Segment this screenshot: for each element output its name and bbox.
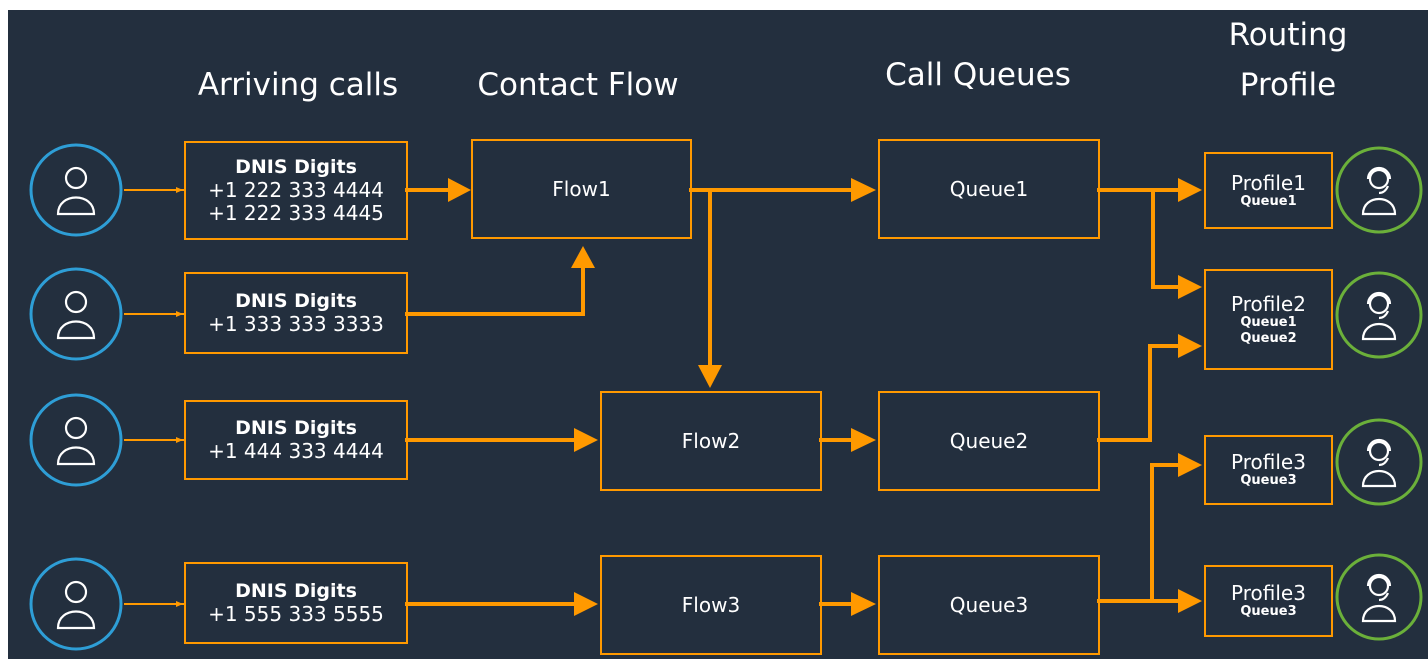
arrowhead-flow1-up	[571, 246, 595, 268]
agent-headset-icon	[1361, 291, 1397, 341]
profile-box-2: Profile2 Queue1 Queue2	[1204, 269, 1333, 370]
flow-label: Flow2	[681, 429, 741, 453]
caller-4	[29, 557, 123, 651]
profile-queue: Queue3	[1240, 604, 1297, 619]
dnis-number: +1 333 333 3333	[208, 312, 384, 336]
person-icon	[56, 580, 96, 630]
agent-1	[1335, 146, 1423, 234]
person-icon	[56, 416, 96, 466]
agent-4	[1335, 553, 1423, 641]
queue-label: Queue2	[949, 429, 1029, 453]
dnis-box-1: DNIS Digits +1 222 333 4444 +1 222 333 4…	[184, 141, 408, 240]
connector-lines	[29, 143, 1423, 651]
dnis-number: +1 222 333 4444	[208, 178, 384, 202]
profile-box-3: Profile3 Queue3	[1204, 435, 1333, 505]
dnis-number: +1 555 333 5555	[208, 602, 384, 626]
arrowhead-flow3-left	[574, 592, 598, 616]
profile-name: Profile3	[1231, 581, 1306, 605]
profile-name: Profile3	[1231, 450, 1306, 474]
profile-queue: Queue3	[1240, 473, 1297, 488]
arrowhead-flow1	[448, 178, 471, 202]
flow-label: Flow1	[552, 177, 611, 201]
arrowhead-flow2-left	[574, 428, 598, 452]
queue2-to-profile2	[1097, 344, 1180, 442]
dnis-header: DNIS Digits	[235, 417, 357, 439]
queue3-to-profile3a	[1097, 463, 1180, 603]
person-icon	[56, 290, 96, 340]
dnis-box-3: DNIS Digits +1 444 333 4444	[184, 400, 408, 480]
caller-1	[29, 143, 123, 237]
agent-headset-icon	[1361, 166, 1397, 216]
flow-box-1: Flow1	[471, 139, 692, 239]
arrowhead-flow2-down	[698, 365, 722, 388]
arrowhead-queue2	[851, 428, 876, 452]
queue1-to-profile2	[1151, 188, 1180, 289]
queue-label: Queue3	[949, 593, 1029, 617]
arrowhead-profile3a	[1178, 453, 1202, 477]
agent-2	[1335, 271, 1423, 359]
arrowhead-queue3	[851, 592, 876, 616]
flow-box-2: Flow2	[600, 391, 822, 491]
flow-label: Flow3	[681, 593, 741, 617]
profile-queue: Queue1	[1240, 193, 1297, 209]
queue-label: Queue1	[949, 177, 1029, 201]
queue-box-2: Queue2	[878, 391, 1100, 491]
profile-name: Profile1	[1231, 170, 1306, 195]
profile-box-4: Profile3 Queue3	[1204, 565, 1333, 637]
queue-box-3: Queue3	[878, 555, 1100, 655]
arrowhead-profile2-a	[1178, 275, 1202, 299]
header-routing: Routing	[1228, 17, 1348, 53]
profile-queue: Queue2	[1240, 330, 1297, 346]
caller-3	[29, 393, 123, 487]
arrowhead-profile3b	[1178, 589, 1202, 613]
header-call-queues: Call Queues	[885, 57, 1071, 93]
dnis-number: +1 222 333 4445	[208, 201, 384, 225]
dnis-header: DNIS Digits	[235, 580, 357, 602]
agent-headset-icon	[1361, 573, 1397, 623]
call-routing-diagram: Arriving calls Contact Flow Call Queues …	[8, 10, 1428, 659]
flow-box-3: Flow3	[600, 555, 822, 655]
arrowhead-queue1	[851, 178, 876, 202]
dnis-box-4: DNIS Digits +1 555 333 5555	[184, 562, 408, 644]
header-profile: Profile	[1239, 67, 1337, 103]
queue-box-1: Queue1	[878, 139, 1100, 239]
arrowhead-profile2-b	[1178, 334, 1202, 358]
dnis-number: +1 444 333 4444	[208, 439, 384, 463]
profile-name: Profile2	[1231, 291, 1306, 316]
dnis-header: DNIS Digits	[235, 156, 357, 178]
profile-box-1: Profile1 Queue1	[1204, 152, 1333, 229]
person-icon	[56, 166, 96, 216]
header-contact-flow: Contact Flow	[477, 67, 679, 103]
header-arriving-calls: Arriving calls	[197, 67, 399, 103]
caller-2	[29, 267, 123, 361]
agent-3	[1335, 418, 1423, 506]
dnis-box-2: DNIS Digits +1 333 333 3333	[184, 272, 408, 354]
dnis-header: DNIS Digits	[235, 290, 357, 312]
agent-headset-icon	[1361, 438, 1397, 488]
dnis2-to-flow1	[405, 262, 585, 316]
arrowhead-profile1	[1178, 178, 1202, 202]
profile-queue: Queue1	[1240, 314, 1297, 330]
